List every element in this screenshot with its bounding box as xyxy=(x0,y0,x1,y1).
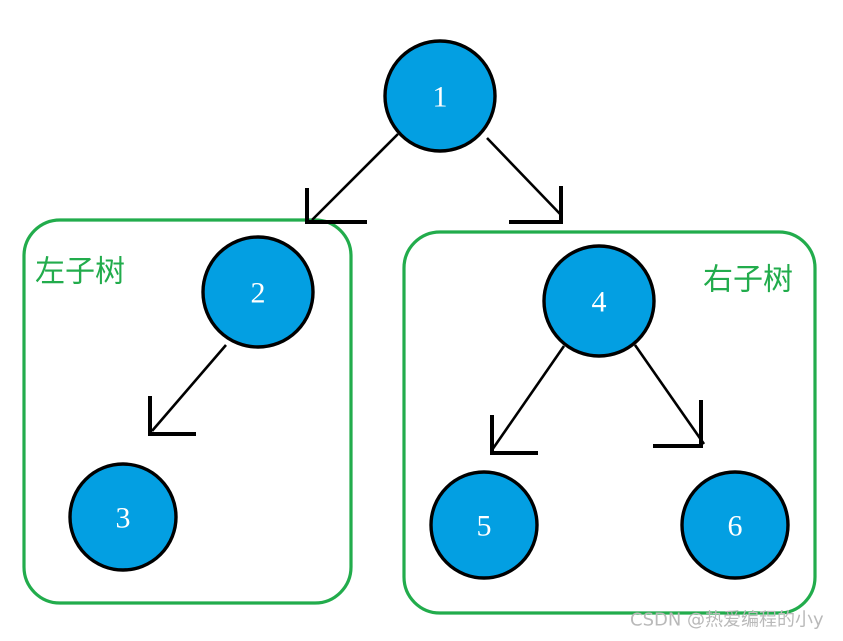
arrowhead-icon-node2-node3 xyxy=(148,396,196,436)
watermark: CSDN @热爱编程的小y xyxy=(630,610,824,631)
edge-node4-node6 xyxy=(633,344,706,445)
node-2[interactable]: 2 xyxy=(201,235,315,349)
group-box-right-subtree xyxy=(402,230,817,615)
node-label-1: 1 xyxy=(433,81,448,114)
group-box-left-subtree xyxy=(22,218,353,605)
arrowhead-icon-node1-node2 xyxy=(305,188,367,224)
edge-node4-node5 xyxy=(490,345,566,451)
node-label-5: 5 xyxy=(477,510,492,543)
node-circle-6[interactable] xyxy=(680,470,790,580)
node-label-2: 2 xyxy=(251,277,266,310)
edge-node1-node4 xyxy=(486,137,563,217)
node-circle-5[interactable] xyxy=(429,470,539,580)
group-boxes xyxy=(22,218,817,615)
node-circle-1[interactable] xyxy=(383,39,497,153)
node-label-4: 4 xyxy=(592,286,607,319)
node-circle-2[interactable] xyxy=(201,235,315,349)
group-label-right-subtree: 右子树 xyxy=(703,263,793,298)
tree-edges xyxy=(151,133,706,451)
node-circle-4[interactable] xyxy=(542,244,656,358)
node-label-6: 6 xyxy=(728,510,743,543)
group-label-left-subtree: 左子树 xyxy=(35,255,125,290)
node-5[interactable]: 5 xyxy=(429,470,539,580)
arrowheads xyxy=(148,186,703,455)
node-circle-3[interactable] xyxy=(68,462,178,572)
node-1[interactable]: 1 xyxy=(383,39,497,153)
arrowhead-icon-node4-node6 xyxy=(653,400,703,448)
node-6[interactable]: 6 xyxy=(680,470,790,580)
edge-node1-node2 xyxy=(311,133,399,221)
arrowhead-icon-node4-node5 xyxy=(490,415,538,455)
tree-nodes: 1 2 3 4 5 6 xyxy=(68,39,790,580)
arrowhead-icon-node1-node4 xyxy=(509,186,563,224)
node-label-3: 3 xyxy=(116,502,131,535)
edge-node2-node3 xyxy=(151,344,227,432)
node-3[interactable]: 3 xyxy=(68,462,178,572)
node-4[interactable]: 4 xyxy=(542,244,656,358)
